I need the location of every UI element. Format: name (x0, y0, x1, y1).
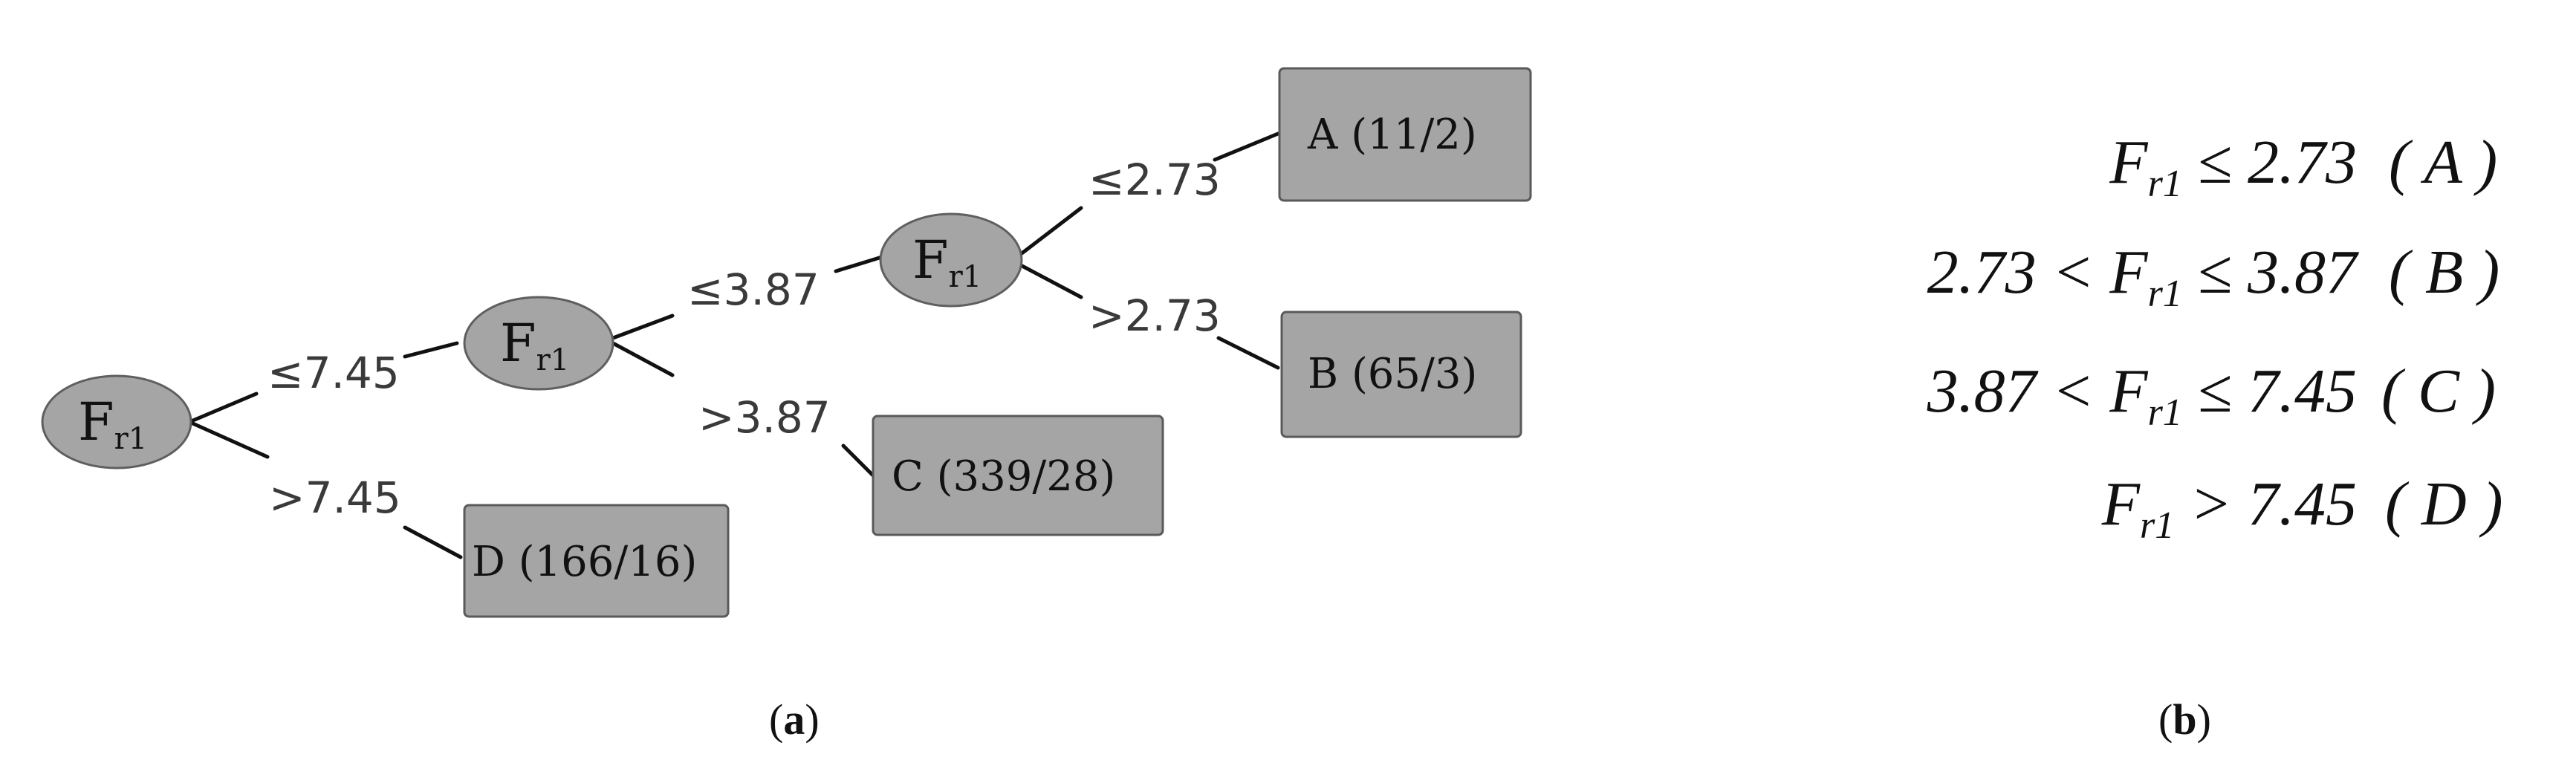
svg-text:Fr1: Fr1 (500, 313, 569, 377)
edge-mid-le (611, 313, 675, 340)
edge-mid-le-b (834, 254, 886, 273)
root-node: Fr1 (41, 374, 192, 470)
leaf-a: A (11/2) (1278, 67, 1532, 202)
rule-row-c: 3.87 < Fr1 ≤ 7.45 (1927, 357, 2357, 435)
svg-text:Fr1: Fr1 (912, 230, 982, 294)
leaf-d: D (166/16) (463, 504, 730, 618)
rule-class-d: ( D ) (2385, 470, 2503, 539)
edge-root-le (187, 392, 259, 424)
rule-class-c: ( C ) (2381, 357, 2496, 426)
node-sub: r1 (949, 260, 982, 294)
edge-top-le-b (1213, 131, 1280, 162)
leaf-c-label: C (339/28) (892, 452, 1115, 501)
node-sub: r1 (536, 343, 570, 377)
node-sub: r1 (114, 422, 148, 456)
leaf-b: B (65/3) (1280, 311, 1522, 438)
caption-b: (b) (2158, 695, 2211, 744)
caption-b-letter: b (2173, 695, 2197, 744)
edge-root-gt (187, 420, 270, 459)
edge-top-gt-b (1216, 336, 1280, 370)
rule-row-b: 2.73 < Fr1 ≤ 3.87 (1927, 238, 2357, 316)
edge-label-root-le: ≤7.45 (267, 348, 400, 398)
edge-root-le-b (403, 341, 459, 359)
rule-class-a: ( A ) (2389, 128, 2498, 197)
edge-label-mid-le: ≤3.87 (687, 264, 820, 315)
rule-row-d: Fr1 > 7.45 (2101, 470, 2357, 548)
node-var: F (78, 392, 114, 452)
edge-label-top-gt: >2.73 (1089, 290, 1221, 341)
caption-a-letter: a (783, 695, 805, 744)
mid-node: Fr1 (463, 296, 614, 391)
leaf-a-label: A (11/2) (1307, 111, 1477, 159)
rule-class-b: ( B ) (2389, 238, 2500, 307)
edge-label-root-gt: >7.45 (269, 472, 401, 523)
top-node: Fr1 (879, 212, 1023, 308)
node-var: F (500, 313, 536, 374)
leaf-c: C (339/28) (872, 415, 1164, 536)
node-var: F (912, 230, 949, 290)
leaf-b-label: B (65/3) (1308, 350, 1477, 398)
edge-root-gt-b (403, 525, 463, 559)
edge-top-le (1016, 206, 1083, 259)
svg-text:Fr1: Fr1 (78, 392, 147, 456)
edge-mid-gt (611, 341, 675, 377)
edge-label-top-le: ≤2.73 (1089, 155, 1221, 205)
rule-row-a: Fr1 ≤ 2.73 (2109, 128, 2357, 206)
edge-mid-gt-b (841, 444, 875, 478)
edge-top-gt (1016, 261, 1083, 299)
edge-label-mid-gt: >3.87 (698, 392, 831, 443)
leaf-d-label: D (166/16) (472, 538, 697, 586)
caption-a: (a) (769, 695, 820, 744)
decision-tree: Fr1 Fr1 Fr1 ≤7.45 >7.45 ≤3.87 >3.87 ≤2.7… (41, 67, 1532, 618)
